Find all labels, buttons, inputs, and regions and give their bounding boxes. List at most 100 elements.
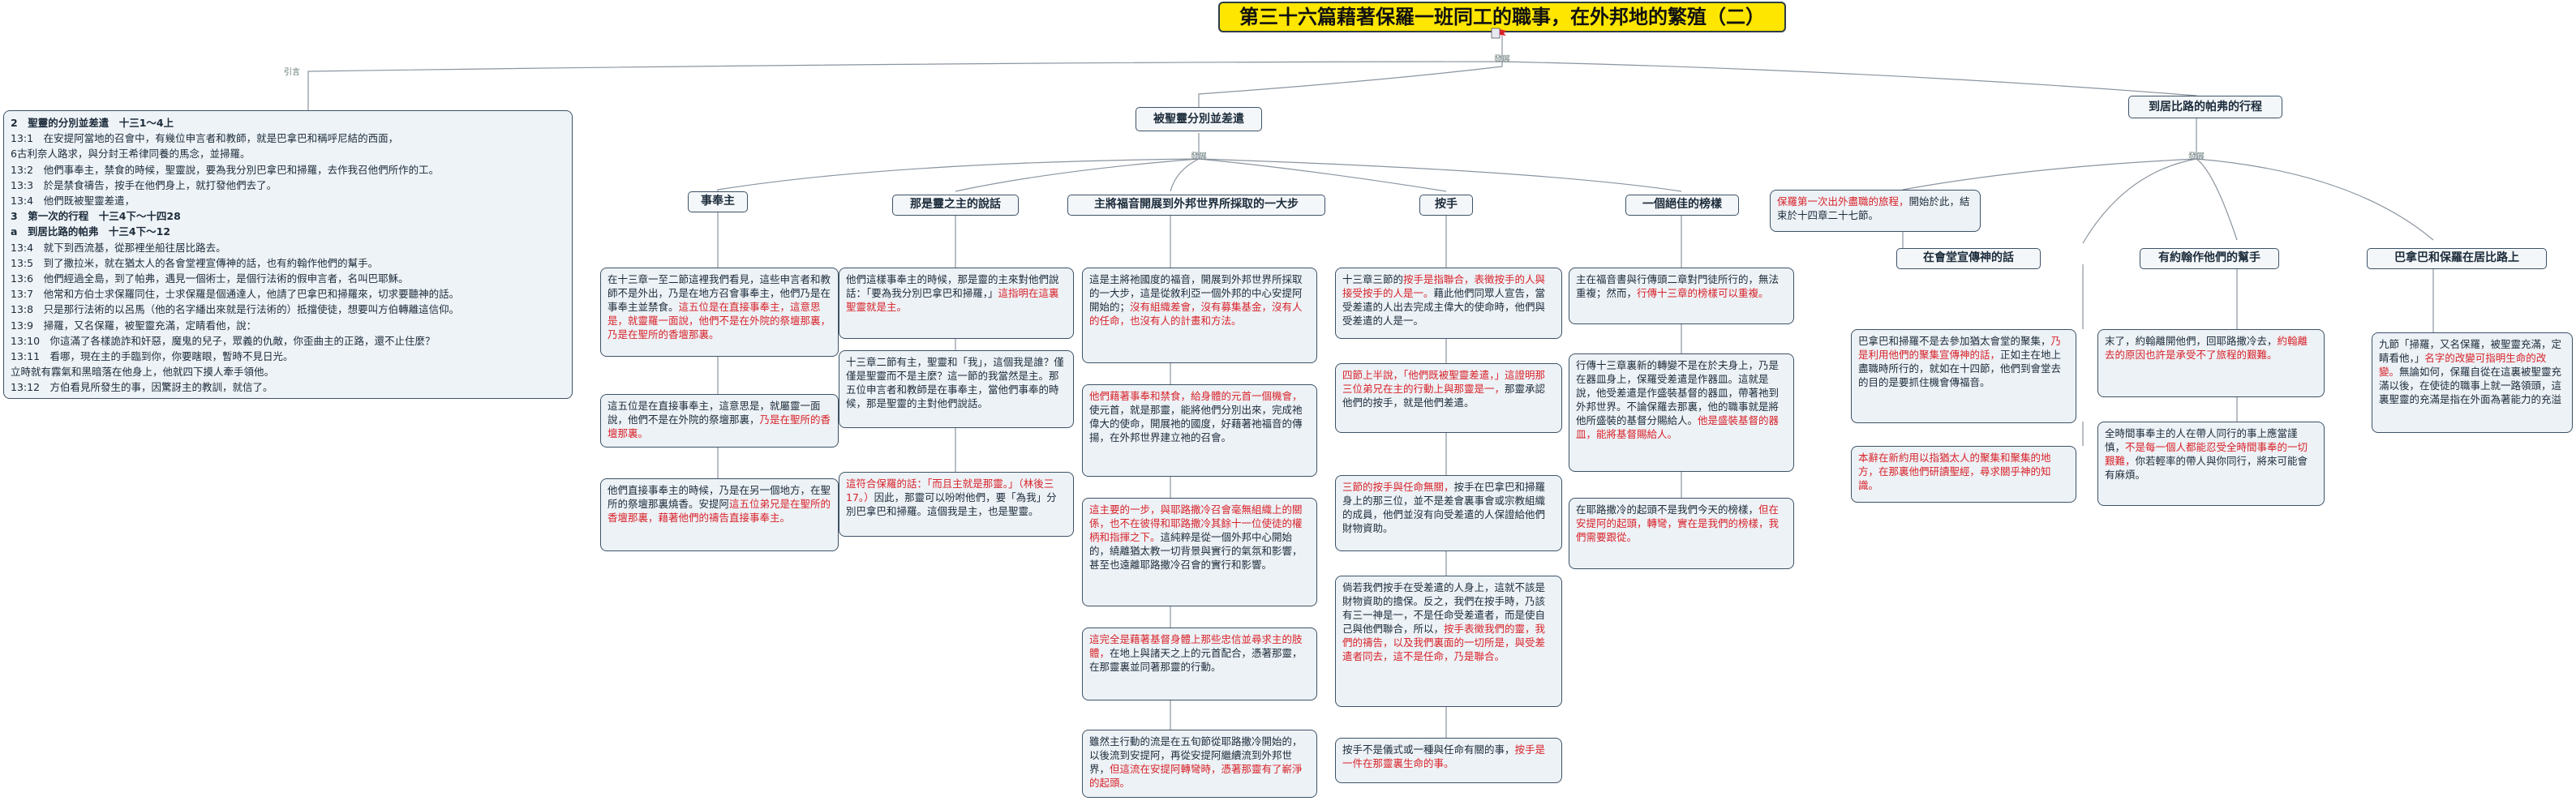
sub-barnabas-paul-cyprus: 巴拿巴和保羅在居比路上 (2367, 248, 2547, 269)
highlight-text: 按手表徵我們的靈，我們的禱告，以及我們裏面的一切所是，與受差遣者同去，這不是任命… (1342, 623, 1546, 662)
highlight-text: 這符合保羅的話：「而且主就是那靈。」（林後三17。） (846, 478, 1054, 503)
highlight-text: 不是每一個人都能忍受全時間事奉的一切艱難， (2105, 441, 2308, 467)
edge-label-b1: 發展 (1191, 152, 1207, 161)
note-text: 正如主在地上盡職時所行的，就如在十四節，他們到會堂去的目的是要抓住機會傳福音。 (1858, 349, 2062, 388)
highlight-text: 這主要的一步，與耶路撒冷召會毫無組織上的關係，也不在彼得和耶路撒冷其餘十一位使徒… (1089, 503, 1303, 543)
intro-line: 13:4 就下到西流基，從那裡坐船往居比路去。 (11, 241, 226, 254)
sub-synagogue-word: 在會堂宣傳神的話 (1896, 248, 2041, 269)
intro-line: 13:10 你這滿了各樣詭詐和奸惡，魔鬼的兒子，眾義的仇敵，你歪曲主的正路，還不… (11, 334, 436, 347)
intro-line: 13:12 方伯看見所發生的事，因驚訝主的教訓，就信了。 (11, 381, 273, 394)
note-john-2: 全時間事奉主的人在帶人同行的事上應當謹慎，不是每一個人都能忍受全時間事奉的一切艱… (2097, 422, 2325, 506)
note-hands-3: 三節的按手與任命無關，按手在巴拿巴和掃羅身上的那三位，並不是差會裏事會或宗教組織… (1335, 475, 1562, 551)
note-text: 開始於此，結束於十四章二十七節。 (1777, 195, 1970, 221)
note-spirit-2: 十三章二節有主，聖靈和「我」，這個我是誰？僅僅是聖靈而不是主麼？這一節的我當然是… (839, 350, 1074, 428)
note-serving-1: 在十三章一至二節這裡我們看見，這些申言者和教師不是外出，乃是在地方召會事奉主，他… (600, 268, 839, 357)
highlight-text: 乃是在聖所的香壇那裏。 (608, 413, 831, 439)
highlight-text: 這證明那三位弟兄在主的行動上與那靈是一， (1342, 369, 1546, 395)
intro-line: 13:3 於是禁食禱告，按手在他們身上，就打發他們去了。 (11, 178, 277, 191)
edge-label-root: 發展 (1494, 55, 1510, 64)
note-text: 藉此他們同眾人宣告，當受差遣的人出去完成主偉大的使命時，他們與受差遣的人是一。 (1342, 287, 1546, 327)
note-text: 使元首，就是那靈，能將他們分別出來，完成祂偉大的使命，開展祂的國度，好藉著祂福音… (1089, 404, 1303, 443)
note-text: 這五位是在直接事奉主，這意思是，就屬靈一面說，他們不是在外院的祭壇那裏， (608, 400, 821, 426)
note-john-1: 末了，約翰離開他們，回耶路撒冷去，約翰離去的原因也許是承受不了旅程的艱難。 (2097, 329, 2325, 397)
highlight-text: 乃是利用他們的聚集宣傳神的話， (1858, 335, 2062, 361)
highlight-text: 他是盛裝基督的器皿，能將基督賜給人。 (1576, 414, 1780, 440)
note-spirit-1: 他們這樣事奉主的時候，那是靈的主來對他們說話：「要為我分別巴拿巴和掃羅，」這指明… (839, 268, 1074, 339)
note-text: 在耶路撒冷的起頭不是我們今天的榜樣， (1576, 503, 1759, 516)
note-pattern-2: 行傳十三章裏新的轉變不是在於夫身上，乃是在器皿身上，保羅受差遣是作器皿。這就是說… (1569, 353, 1794, 472)
intro-line: 13:5 到了撒拉米，就在猶太人的各會堂裡宣傳神的話，也有約翰作他們的幫手。 (11, 256, 379, 269)
note-text: 十三章三節的 (1342, 273, 1404, 285)
note-step-4: 這完全是藉著基督身體上那些忠信並尋求主的肢體，在地上與諸天之上的元首配合，憑著那… (1082, 628, 1317, 700)
sub-serving-lord: 事奉主 (688, 191, 748, 212)
highlight-text: 這五位弟兄是在聖所的香壇那裏，藉著他們的禱告直接事奉主。 (608, 498, 831, 524)
sub-laying-hands: 按手 (1419, 195, 1473, 216)
note-hands-4: 倘若我們按手在受差遣的人身上，這就不該是財物資助的擔保。反之，我們在按手時，乃該… (1335, 576, 1562, 707)
note-text: 末了，約翰離開他們，回耶路撒冷去， (2105, 335, 2278, 347)
note-spirit-3: 這符合保羅的話：「而且主就是那靈。」（林後三17。）因此，那靈可以吩咐他們，要「… (839, 472, 1074, 537)
intro-line: 13:1 在安提阿當地的召會中，有幾位申言者和教師，就是巴拿巴和稱呼尼結的西面， (11, 132, 399, 145)
note-text: 你若輕率的帶人與你同行，將來可能會有麻煩。 (2105, 455, 2308, 481)
intro-line: 13:4 他們既被聖靈差遣， (11, 195, 135, 208)
highlight-text: 但這流在安提阿轉彎時，憑著那靈有了嶄淨的起頭。 (1089, 763, 1303, 789)
note-text: 按手不是儀式或一種與任命有關的事， (1342, 743, 1515, 756)
note-text: 他們這樣事奉主的時候，那是靈的主來對他們說話：「要為我分別巴拿巴和掃羅，」 (846, 273, 1059, 299)
highlight-text: 名字的改變可指明生命的改變。 (2379, 352, 2547, 378)
note-step-5: 雖然主行動的流是在五旬節從耶路撒冷開始的，以後流到安提阿，再從安提阿繼續流到外邦… (1082, 730, 1317, 798)
intro-line: 13:2 他們事奉主，禁食的時候，聖靈說，要為我分別巴拿巴和掃羅，去作我召他們所… (11, 163, 440, 176)
note-step-3: 這主要的一步，與耶路撒冷召會毫無組織上的關係，也不在彼得和耶路撒冷其餘十一位使徒… (1082, 498, 1317, 606)
edge-label-b2: 發展 (2188, 152, 2205, 161)
note-text: 這純粹是從一個外邦中心開始的，繞離猶太教一切背景與實行的氣氛和影響，甚至也遠離耶… (1089, 531, 1303, 571)
intro-line: a 到居比路的帕弗 十三4下～12 (11, 225, 171, 238)
note-hands-1: 十三章三節的按手是指聯合，表徵按手的人與接受按手的人是一。藉此他們同眾人宣告，當… (1335, 268, 1562, 339)
note-text: 他們直接事奉主的時候，乃是在另一個地方，在聖所的祭壇那裏燒香。安提阿 (608, 484, 831, 510)
note-serving-3: 他們直接事奉主的時候，乃是在另一個地方，在聖所的祭壇那裏燒香。安提阿這五位弟兄是… (600, 478, 839, 551)
note-text: 在十三章一至二節這裡我們看見，這些申言者和教師不是外出，乃是在地方召會事奉主，他… (608, 273, 831, 313)
edge-label-intro: 引言 (284, 68, 300, 77)
intro-passage: 2 聖靈的分別並差遣 十三1～4上 13:1 在安提阿當地的召會中，有幾位申言者和… (3, 110, 573, 399)
note-hands-2: 四節上半說，「他們既被聖靈差遣，」這證明那三位弟兄在主的行動上與那靈是一，那靈承… (1335, 363, 1562, 433)
note-serving-2: 這五位是在直接事奉主，這意思是，就屬靈一面說，他們不是在外院的祭壇那裏，乃是在聖… (600, 394, 839, 448)
sub-john-helper: 有約翰作他們的幫手 (2140, 248, 2279, 269)
note-step-1: 這是主將祂國度的福音，開展到外邦世界所採取的一大步，這是從敘利亞一個外邦的中心安… (1082, 268, 1317, 363)
highlight-text: 他們藉著事奉和禁食，給身體的元首一個機會， (1089, 390, 1303, 402)
intro-line: 6古利奈人路求，與分封王希律同養的馬念，並掃羅。 (11, 148, 251, 161)
note-pattern-1: 主在福音書與行傳頭二章對門徒所行的，無法重複；然而，行傳十三章的榜樣可以重複。 (1569, 268, 1794, 324)
page-title: 第三十六篇藉著保羅一班同工的職事，在外邦地的繁殖（二） (1218, 2, 1786, 32)
note-text: 雖然主行動的流是在五旬節從耶路撒冷開始的，以後流到安提阿，再從安提阿繼續流到外邦… (1089, 735, 1303, 775)
highlight-text: 本辭在新約用以指猶太人的聚集和聚集的地方，在那裏他們研讀聖經，尋求關乎神的知識。 (1858, 452, 2051, 491)
highlight-text: 按手是一件在那靈裏生命的事。 (1342, 743, 1546, 769)
intro-line: 13:11 看哪，現在主的手臨到你，你要瞎眼，暫時不見日光。 (11, 350, 294, 363)
note-text: 因此，那靈可以吩咐他們，要「為我」分別巴拿巴和掃羅。這個我是主，也是聖靈。 (846, 491, 1057, 517)
highlight-text: 約翰離去的原因也許是承受不了旅程的艱難。 (2105, 335, 2308, 361)
intro-line: 13:7 他常和方伯士求保羅同住，士求保羅是個通達人，他請了巴拿巴和掃羅來，切求… (11, 288, 460, 301)
intro-line: 立時就有霧氣和黑暗落在他身上，他就四下摸人牽手領他。 (11, 366, 275, 379)
intro-line: 13:8 只是那行法術的以呂馬（他的名字繙出來就是行法術的）抵擋使徒，想要叫方伯… (11, 303, 460, 316)
sub-excellent-pattern: 一個絕佳的榜樣 (1625, 195, 1739, 216)
highlight-text: 這五位是在直接事奉主，這意思是，就靈羅一面說，他們不是在外院的祭壇那裏，乃是在聖… (608, 301, 831, 341)
note-hands-5: 按手不是儀式或一種與任命有關的事，按手是一件在那靈裏生命的事。 (1335, 738, 1562, 783)
note-synagogue-2: 本辭在新約用以指猶太人的聚集和聚集的地方，在那裏他們研讀聖經，尋求關乎神的知識。 (1851, 446, 2076, 503)
intro-line: 2 聖靈的分別並差遣 十三1～4上 (11, 117, 174, 129)
highlight-text: 按手是指聯合，表徵按手的人與接受按手的人是一。 (1342, 273, 1546, 299)
sub-spirit-lord-speaking: 那是靈之主的說話 (892, 195, 1019, 216)
sub-gospel-great-step: 主將福音開展到外邦世界所採取的一大步 (1067, 195, 1325, 216)
note-step-2: 他們藉著事奉和禁食，給身體的元首一個機會， 使元首，就是那靈，能將他們分別出來，完… (1082, 384, 1317, 477)
note-cyprus-1: 九節「掃羅，又名保羅，被聖靈充滿，定睛看他，」名字的改變可指明生命的改變。無論如… (2372, 332, 2573, 433)
flag-icon (1491, 28, 1506, 39)
intro-line: 13:6 他們經過全島，到了帕弗，遇見一個術士，是個行法術的假申言者，名叫巴耶穌… (11, 272, 409, 285)
note-text: 主在福音書與行傳頭二章對門徒所行的，無法重複；然而， (1576, 273, 1780, 299)
note-text: 九節「掃羅，又名保羅，被聖靈充滿，定睛看他，」 (2379, 338, 2562, 364)
highlight-text: 四節上半說，「他們既被聖靈差遣，」 (1342, 369, 1505, 381)
highlight-text: 行傳十三章的榜樣可以重複。 (1637, 287, 1769, 299)
note-text: 按手在巴拿巴和掃羅身上的那三位，並不是差會裏事會或宗教組織的成員，他們並沒有向受… (1342, 481, 1546, 534)
note-text: 全時間事奉主的人在帶人同行的事上應當謹慎， (2105, 427, 2298, 453)
note-text: 十三章二節有主，聖靈和「我」，這個我是誰？僅僅是聖靈而不是主麼？這一節的我當然是… (846, 356, 1064, 409)
branch-separated-sent: 被聖靈分別並差遣 (1136, 107, 1262, 131)
note-synagogue-1: 巴拿巴和掃羅不是去參加猶太會堂的聚集，乃是利用他們的聚集宣傳神的話，正如主在地上… (1851, 329, 2076, 423)
note-text: 行傳十三章裏新的轉變不是在於夫身上，乃是在器皿身上，保羅受差遣是作器皿。這就是說… (1576, 359, 1780, 426)
note-text: 巴拿巴和掃羅不是去參加猶太會堂的聚集， (1858, 335, 2051, 347)
highlight-text: 保羅第一次出外盡職的旅程， (1777, 195, 1909, 208)
highlight-text: 這完全是藉著基督身體上那些忠信並尋求主的肢體， (1089, 633, 1303, 659)
highlight-text: 這指明在這裏聖靈就是主。 (846, 287, 1059, 313)
